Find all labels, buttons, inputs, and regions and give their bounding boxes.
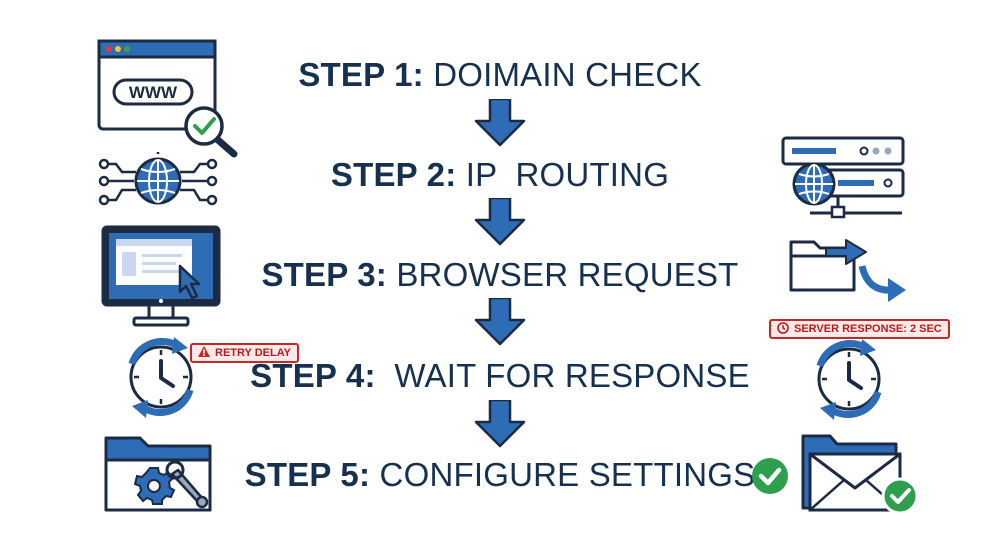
retry-delay-badge: RETRY DELAY bbox=[190, 343, 300, 363]
step-5-label: STEP 5: bbox=[244, 456, 371, 493]
clock-icon bbox=[777, 321, 789, 337]
clock-refresh-icon bbox=[118, 334, 204, 420]
arrow-down-icon bbox=[474, 97, 526, 152]
warning-icon bbox=[198, 346, 210, 360]
step-5-text: CONFIGURE SETTINGS bbox=[370, 456, 756, 493]
check-circle-icon bbox=[750, 456, 790, 496]
browser-www-icon: WWW bbox=[96, 38, 241, 158]
server-response-badge: SERVER RESPONSE: 2 SEC bbox=[769, 319, 950, 339]
folder-settings-icon bbox=[102, 430, 218, 520]
monitor-cursor-icon bbox=[100, 224, 224, 328]
step-2-label: STEP 2: bbox=[330, 156, 457, 193]
step-3: STEP 3: BROWSER REQUEST bbox=[0, 256, 1000, 294]
step-5: STEP 5: CONFIGURE SETTINGS bbox=[0, 456, 1000, 494]
step-1-text: DOIMAIN CHECK bbox=[423, 56, 702, 93]
browser-address-text: WWW bbox=[129, 83, 178, 102]
magnifier-check-icon bbox=[184, 106, 238, 158]
arrow-down-icon bbox=[474, 196, 526, 251]
server-response-text: SERVER RESPONSE: 2 SEC bbox=[794, 323, 942, 335]
retry-delay-text: RETRY DELAY bbox=[215, 347, 292, 359]
server-globe-icon bbox=[780, 135, 908, 225]
step-3-text: BROWSER REQUEST bbox=[386, 256, 739, 293]
step-2: STEP 2: IP ROUTING bbox=[0, 156, 1000, 194]
step-3-label: STEP 3: bbox=[261, 256, 387, 293]
step-4: STEP 4: WAIT FOR RESPONSE bbox=[0, 357, 1000, 395]
step-4-text: WAIT FOR RESPONSE bbox=[375, 357, 750, 394]
step-2-text: IP ROUTING bbox=[456, 156, 670, 193]
clock-refresh-icon bbox=[806, 336, 892, 422]
folder-transfer-icon bbox=[788, 236, 910, 306]
step-4-label: STEP 4: bbox=[250, 357, 376, 394]
network-globe-icon bbox=[98, 150, 218, 212]
arrow-down-icon bbox=[474, 296, 526, 351]
envelope-check-icon bbox=[800, 430, 924, 520]
arrow-down-icon bbox=[474, 398, 526, 453]
step-1: STEP 1: DOIMAIN CHECK bbox=[0, 56, 1000, 94]
step-1-label: STEP 1: bbox=[298, 56, 424, 93]
